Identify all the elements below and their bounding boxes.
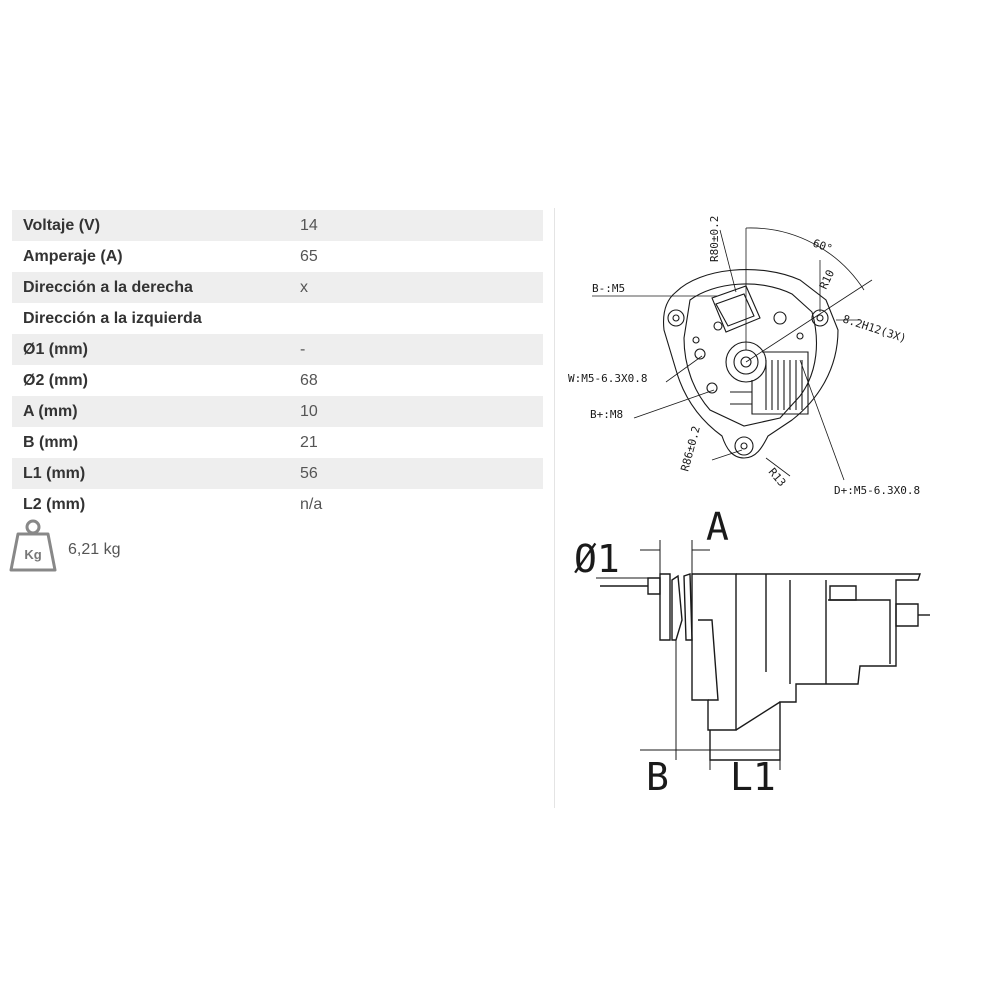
label-a: A (706, 505, 729, 549)
spec-value: 21 (300, 433, 318, 451)
spec-label: Ø2 (mm) (23, 371, 88, 389)
spec-label: A (mm) (23, 402, 78, 420)
label-phi1: Ø1 (574, 537, 620, 581)
spec-value: x (300, 278, 308, 296)
spec-row-b: B (mm) 21 (12, 427, 543, 458)
spec-row-amperage: Amperaje (A) 65 (12, 241, 543, 272)
spec-value: 56 (300, 464, 318, 482)
spec-value: 65 (300, 247, 318, 265)
spec-label: Dirección a la derecha (23, 278, 193, 296)
spec-row-phi1: Ø1 (mm) - (12, 334, 543, 365)
spec-label: Amperaje (A) (23, 247, 123, 265)
spec-row-direction-left: Dirección a la izquierda (12, 303, 543, 334)
spec-value: n/a (300, 495, 323, 513)
spec-label: B (mm) (23, 433, 79, 451)
weight-icon-text: Kg (24, 547, 41, 562)
label-r86: R86±0.2 (678, 425, 703, 473)
spec-value: 68 (300, 371, 318, 389)
spec-value: - (300, 340, 306, 358)
label-l1: L1 (730, 755, 776, 799)
spec-value: 14 (300, 216, 318, 234)
weight-value: 6,21 kg (68, 541, 121, 558)
spec-row-l2: L2 (mm) n/a (12, 489, 543, 520)
label-r13: R13 (766, 466, 789, 490)
spec-row-direction-right: Dirección a la derecha x (12, 272, 543, 303)
spec-label: L2 (mm) (23, 495, 86, 513)
label-angle: 60° (811, 237, 834, 256)
spec-table: Voltaje (V) 14 Amperaje (A) 65 Dirección a… (12, 210, 543, 520)
label-holes: 8.2H12(3X) (841, 312, 908, 345)
spec-value: 10 (300, 402, 318, 420)
label-b: B (646, 755, 669, 799)
divider (554, 208, 555, 808)
label-w: W:M5-6.3X0.8 (568, 372, 647, 385)
side-view-drawing: Ø1 A B L1 (574, 505, 930, 799)
label-d-plus: D+:M5-6.3X0.8 (834, 484, 920, 497)
label-r80: R80±0.2 (708, 216, 721, 262)
spec-row-a: A (mm) 10 (12, 396, 543, 427)
spec-label: Ø1 (mm) (23, 340, 88, 358)
spec-label: L1 (mm) (23, 464, 86, 482)
weight-info: Kg 6,21 kg (8, 518, 120, 574)
spec-row-phi2: Ø2 (mm) 68 (12, 365, 543, 396)
label-b-minus: B-:M5 (592, 282, 625, 295)
weight-kg-icon: Kg (9, 519, 57, 572)
spec-label: Dirección a la izquierda (23, 309, 202, 327)
spec-label: Voltaje (V) (23, 216, 101, 234)
spec-row-l1: L1 (mm) 56 (12, 458, 543, 489)
label-b-plus: B+:M8 (590, 408, 623, 421)
spec-row-voltage: Voltaje (V) 14 (12, 210, 543, 241)
front-view-drawing: R80±0.2 60° R10 B-:M5 8.2H12(3X) W:M5-6.… (568, 216, 920, 497)
